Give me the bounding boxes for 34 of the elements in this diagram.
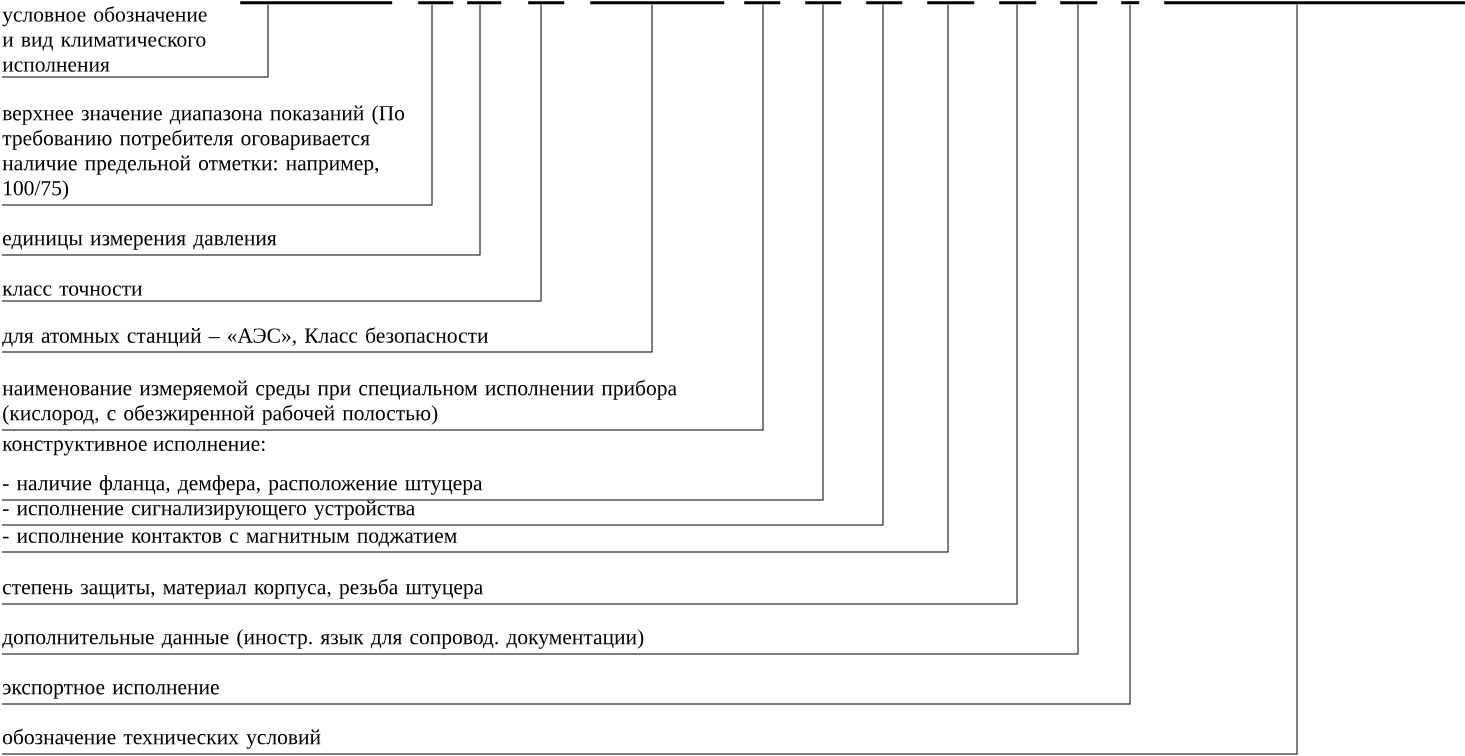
blank-line [528, 1, 565, 5]
description-text: единицы измерения давления [3, 235, 277, 250]
blank-line [1164, 1, 1465, 5]
description-text: класс точности [2, 285, 143, 296]
description-text: - наличие фланца, демфера, расположение штуцера [3, 475, 483, 495]
blank-line [927, 1, 975, 5]
description-text: степень защиты, материал корпуса, резьба штуцера [3, 578, 483, 599]
description-text: обозначение технических условий [3, 728, 321, 749]
blank-line [805, 1, 842, 5]
description-text: - исполнение контактов с магнитным поджатием [3, 532, 457, 547]
heading-text: конструктивное исполнение: [2, 440, 265, 456]
description-text: условное обозначение и вид климатического исполнения [2, 6, 207, 72]
leader-line [1, 3, 481, 256]
description-text: экспортное исполнение [2, 684, 219, 699]
blank-line [744, 1, 781, 5]
description-text: для атомных станций – «АЭС», Класс безопасности [2, 327, 489, 347]
blank-line [866, 1, 903, 5]
blank-line [1060, 1, 1098, 5]
leader-line [1, 3, 764, 431]
description-text: наименование измеряемой среды при специальном исполнении прибора (кислород, с обезжиренной рабочей полостью) [2, 379, 677, 425]
blank-line [240, 1, 393, 5]
description-text: - исполнение сигнализирующего устройства [3, 500, 415, 520]
blank-line [467, 1, 502, 5]
leader-line [1, 3, 653, 353]
blank-line [999, 1, 1037, 5]
blank-line [418, 1, 454, 5]
leader-line [1, 3, 542, 302]
leader-line [1, 3, 433, 206]
blank-line [1121, 1, 1140, 5]
leader-line [1, 3, 1298, 755]
blank-line [590, 1, 725, 5]
leader-line [1, 3, 269, 78]
description-text: верхнее значение диапазона показаний (По требованию потребителя оговаривается наличие предельной отметки: например, 100/75) [2, 105, 405, 200]
description-text: дополнительные данные (иностр. язык для сопровод. документации) [2, 629, 644, 649]
